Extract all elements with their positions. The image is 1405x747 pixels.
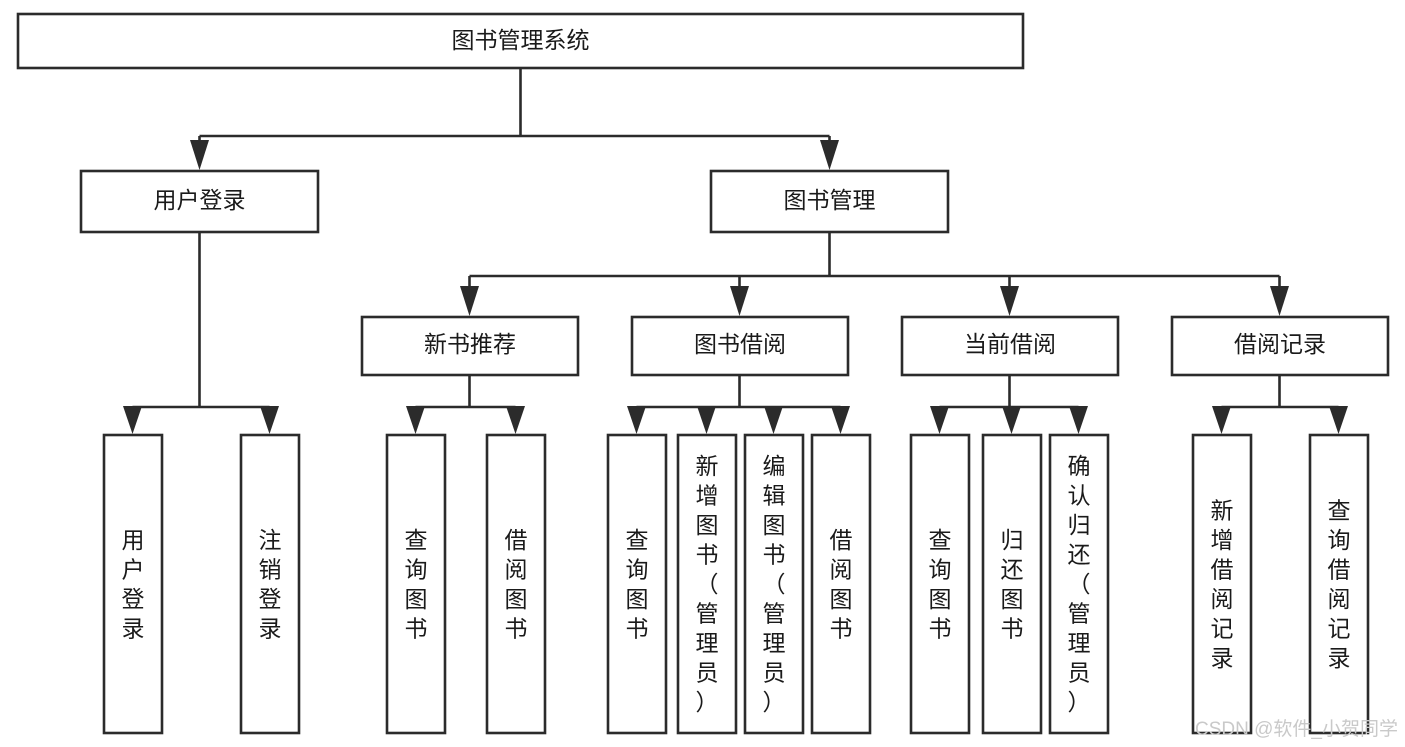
arrow-user-login-to-leaf-1 (123, 406, 142, 434)
node-leaf-add-book[interactable]: 新增图书（管理员） (676, 433, 738, 735)
arrow-book-manage-to-current-borrow (1000, 286, 1019, 316)
node-book-borrow-box[interactable] (630, 315, 850, 377)
arrow-book-manage-to-book-borrow (730, 286, 749, 316)
node-leaf-borrow-book-1-box[interactable] (485, 433, 547, 735)
node-leaf-return-book[interactable]: 归还图书 (981, 433, 1043, 735)
node-leaf-borrow-book-2-label: 借阅图书 (830, 527, 853, 642)
node-current-borrow[interactable]: 当前借阅 (900, 315, 1120, 377)
arrow-book-manage-to-borrow-record (1270, 286, 1289, 316)
node-leaf-logout-label: 注销登录 (259, 527, 282, 642)
arrow-current-borrow-to-leaf-3 (1069, 406, 1088, 434)
node-new-book-rec[interactable]: 新书推荐 (360, 315, 580, 377)
node-root-box[interactable] (16, 12, 1025, 70)
node-book-manage-label: 图书管理 (784, 187, 876, 213)
node-leaf-query-book-1[interactable]: 查询图书 (385, 433, 447, 735)
arrow-borrow-record-to-leaf-1 (1212, 406, 1231, 434)
arrow-current-borrow-to-leaf-2 (1002, 406, 1021, 434)
arrow-new-book-rec-to-leaf-2 (506, 406, 525, 434)
node-leaf-edit-book-label: 编辑图书（管理员） (763, 453, 786, 715)
node-book-borrow-label: 图书借阅 (694, 331, 786, 357)
node-leaf-query-record[interactable]: 查询借阅记录 (1308, 433, 1370, 735)
watermark-label: CSDN @软件_小贺同学 (1195, 718, 1398, 740)
node-leaf-borrow-book-1-label: 借阅图书 (505, 527, 528, 642)
node-leaf-edit-book-box[interactable] (743, 433, 805, 735)
node-leaf-query-book-3-box[interactable] (909, 433, 971, 735)
arrow-book-borrow-to-leaf-3 (764, 406, 783, 434)
node-borrow-record-box[interactable] (1170, 315, 1390, 377)
node-root-label: 图书管理系统 (452, 27, 590, 53)
node-current-borrow-box[interactable] (900, 315, 1120, 377)
node-leaf-query-record-box[interactable] (1308, 433, 1370, 735)
node-leaf-query-book-3[interactable]: 查询图书 (909, 433, 971, 735)
node-leaf-edit-book[interactable]: 编辑图书（管理员） (743, 433, 805, 735)
node-current-borrow-label: 当前借阅 (964, 331, 1056, 357)
node-new-book-rec-box[interactable] (360, 315, 580, 377)
node-leaf-borrow-book-1[interactable]: 借阅图书 (485, 433, 547, 735)
node-leaf-user-login[interactable]: 用户登录 (102, 433, 164, 735)
node-leaf-query-book-1-label: 查询图书 (405, 527, 428, 642)
arrow-book-borrow-to-leaf-1 (627, 406, 646, 434)
node-leaf-logout[interactable]: 注销登录 (239, 433, 301, 735)
node-leaf-logout-box[interactable] (239, 433, 301, 735)
arrow-book-borrow-to-leaf-4 (831, 406, 850, 434)
node-leaf-borrow-book-2-box[interactable] (810, 433, 872, 735)
arrow-book-borrow-to-leaf-2 (697, 406, 716, 434)
arrow-root-to-user-login (190, 140, 209, 170)
node-borrow-record-label: 借阅记录 (1234, 331, 1326, 357)
node-leaf-query-book-2[interactable]: 查询图书 (606, 433, 668, 735)
node-leaf-add-book-label: 新增图书（管理员） (696, 453, 719, 715)
node-leaf-user-login-label: 用户登录 (122, 527, 145, 642)
node-leaf-return-book-box[interactable] (981, 433, 1043, 735)
node-leaf-query-book-2-box[interactable] (606, 433, 668, 735)
node-leaf-query-book-1-box[interactable] (385, 433, 447, 735)
node-leaf-add-record-box[interactable] (1191, 433, 1253, 735)
node-leaf-confirm-return-label: 确认归还（管理员） (1068, 453, 1091, 715)
node-leaf-user-login-box[interactable] (102, 433, 164, 735)
node-leaf-query-record-label: 查询借阅记录 (1328, 497, 1351, 671)
arrow-user-login-to-leaf-2 (260, 406, 279, 434)
arrow-book-manage-to-new-book-rec (460, 286, 479, 316)
node-leaf-add-record[interactable]: 新增借阅记录 (1191, 433, 1253, 735)
arrow-borrow-record-to-leaf-2 (1329, 406, 1348, 434)
node-new-book-rec-label: 新书推荐 (424, 331, 516, 357)
node-borrow-record[interactable]: 借阅记录 (1170, 315, 1390, 377)
node-book-manage-box[interactable] (709, 169, 950, 234)
node-leaf-borrow-book-2[interactable]: 借阅图书 (810, 433, 872, 735)
node-leaf-add-record-label: 新增借阅记录 (1211, 497, 1234, 671)
arrow-current-borrow-to-leaf-1 (930, 406, 949, 434)
node-leaf-query-book-3-label: 查询图书 (929, 527, 952, 642)
node-user-login-label: 用户登录 (154, 187, 246, 213)
node-leaf-confirm-return-box[interactable] (1048, 433, 1110, 735)
node-book-borrow[interactable]: 图书借阅 (630, 315, 850, 377)
node-leaf-add-book-box[interactable] (676, 433, 738, 735)
node-leaf-confirm-return[interactable]: 确认归还（管理员） (1048, 433, 1110, 735)
node-root[interactable]: 图书管理系统 (16, 12, 1025, 70)
node-leaf-query-book-2-label: 查询图书 (626, 527, 649, 642)
node-user-login-box[interactable] (79, 169, 320, 234)
leaf-nodes-layer: 用户登录 注销登录 查询图书 借阅图书 查询图书 新增图书（管理员） (102, 433, 1370, 735)
arrow-new-book-rec-to-leaf-1 (406, 406, 425, 434)
arrow-root-to-book-manage (820, 140, 839, 170)
node-leaf-return-book-label: 归还图书 (1001, 527, 1024, 642)
node-book-manage[interactable]: 图书管理 (709, 169, 950, 234)
connector-layer (123, 68, 1348, 434)
node-user-login[interactable]: 用户登录 (79, 169, 320, 234)
